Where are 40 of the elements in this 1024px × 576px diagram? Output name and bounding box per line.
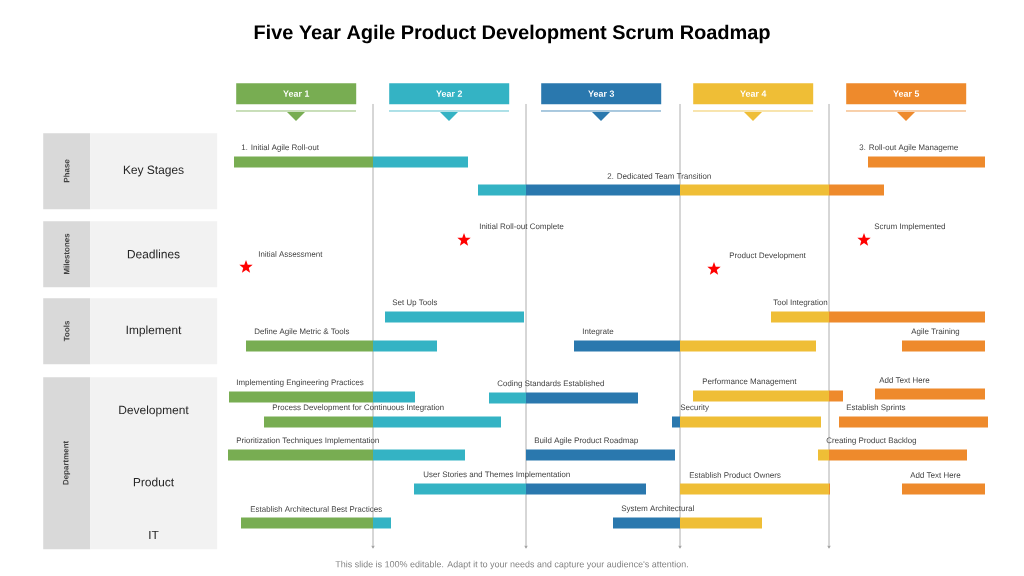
year-header: Year 4 <box>692 83 814 121</box>
year-header: Year 1 <box>235 83 357 121</box>
row-header: Key Stages <box>90 133 218 210</box>
timeline-bar <box>693 390 843 402</box>
timeline-bar <box>613 517 762 529</box>
timeline-bar <box>902 340 985 352</box>
row-header: Implement <box>90 298 218 365</box>
timeline-bar <box>902 483 985 495</box>
timeline-bar <box>771 311 985 323</box>
timeline-bar <box>574 340 816 352</box>
timeline-bar <box>228 449 465 461</box>
timeline-bar <box>526 449 675 461</box>
row-header: Development <box>119 405 189 417</box>
milestone-star <box>239 260 253 273</box>
milestone-star <box>857 233 871 246</box>
timeline-bar <box>875 388 985 400</box>
timeline-bar <box>672 416 821 428</box>
year-header: Year 2 <box>388 83 510 121</box>
footer-note: This slide is 100% editable. Adapt it to your needs and capture your audience's attention. <box>335 560 688 570</box>
timeline-bar <box>680 483 830 495</box>
row-header: IT <box>149 530 159 540</box>
timeline-bar <box>385 311 524 323</box>
row-header: Deadlines <box>90 221 218 288</box>
timeline-bar <box>414 483 646 495</box>
timeline-bar <box>264 416 501 428</box>
timeline-bar <box>229 391 415 403</box>
timeline-bar <box>478 184 884 196</box>
year-header: Year 5 <box>845 83 967 121</box>
timeline-bar <box>868 156 985 168</box>
timeline-bar <box>246 340 437 352</box>
title: Five Year Agile Product Development Scrum Roadmap <box>254 24 770 44</box>
row-header: Product <box>133 477 174 487</box>
timeline-bar <box>489 392 638 404</box>
timeline-bar <box>241 517 391 529</box>
timeline-bar <box>234 156 468 168</box>
year-header: Year 3 <box>540 83 662 121</box>
milestone-star <box>457 233 471 246</box>
timeline-bar <box>839 416 988 428</box>
milestone-star <box>707 262 721 275</box>
timeline-bar <box>818 449 967 461</box>
